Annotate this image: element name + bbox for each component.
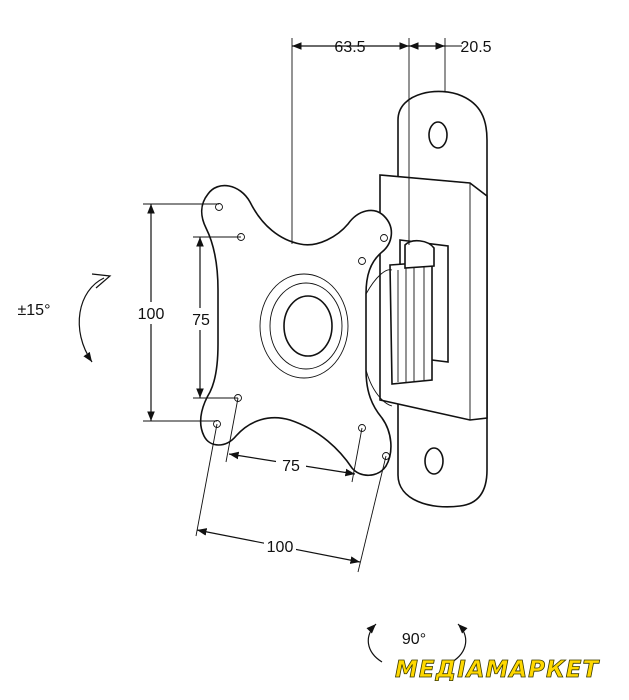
dimension-vertical-inner: 75 xyxy=(192,312,210,329)
swivel-label: 90° xyxy=(402,631,426,648)
hole-100-bottom-left xyxy=(213,420,221,428)
wall-plate-hole-bottom xyxy=(424,447,444,475)
brand-logo: МЕДІАМАРКЕТ xyxy=(395,657,600,683)
top-dimension-lines xyxy=(291,38,462,245)
hole-75-bottom-right xyxy=(358,424,366,432)
hole-75-top-right xyxy=(358,257,366,265)
mounting-holes xyxy=(213,203,390,460)
wall-plate-hole-top xyxy=(428,121,448,149)
center-boss-inner xyxy=(283,295,333,357)
tilt-arrow-icon xyxy=(78,273,112,363)
dimension-vertical-outer: 100 xyxy=(138,306,165,323)
pivot-bracket xyxy=(379,174,488,421)
hole-100-top-left xyxy=(215,203,223,211)
dimension-top-offset: 20.5 xyxy=(460,39,491,56)
vesa-plate xyxy=(199,184,393,477)
center-boss-ring xyxy=(269,282,343,370)
tilt-label: ±15° xyxy=(18,302,51,319)
center-boss-outer xyxy=(259,273,349,379)
hole-100-top-right xyxy=(380,234,388,242)
swivel-arrow-icon xyxy=(366,623,468,663)
dimension-horizontal-inner: 75 xyxy=(282,458,300,475)
dimension-top-depth: 63.5 xyxy=(334,39,365,56)
dimension-horizontal-outer: 100 xyxy=(267,539,294,556)
hole-100-bottom-right xyxy=(382,452,390,460)
